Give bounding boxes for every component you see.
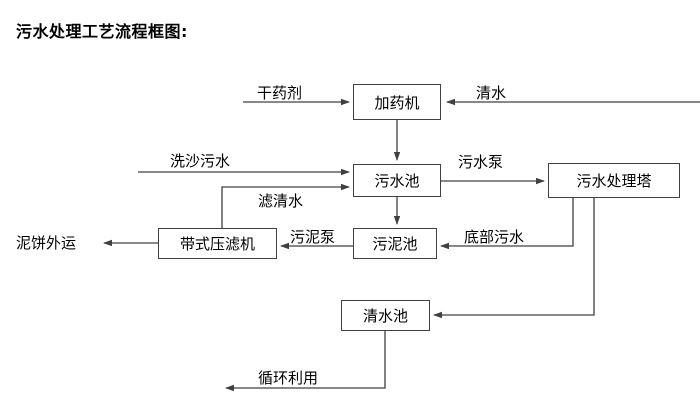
node-label: 清水池	[362, 307, 408, 325]
node-label: 污水处理塔	[576, 172, 652, 190]
connector-filtered-water	[221, 183, 350, 228]
edge-label-bottom-sewage: 底部污水	[464, 228, 525, 246]
node-belt-filter-press[interactable]: 带式压滤机	[158, 228, 277, 259]
edge-label-dry-chemical: 干药剂	[257, 84, 303, 102]
node-label: 加药机	[374, 93, 420, 112]
edge-label-filtered-clear-water: 滤清水	[258, 192, 304, 210]
node-label: 带式压滤机	[179, 235, 255, 253]
node-dosing-machine[interactable]: 加药机	[353, 84, 441, 120]
node-wastewater-pool[interactable]: 污水池	[353, 164, 441, 197]
node-label: 污泥池	[372, 235, 418, 253]
connector-tower-to-clear	[433, 198, 595, 319]
edge-label-clean-water: 清水	[476, 84, 507, 102]
connector-bottom-sewage	[440, 198, 574, 250]
page-title: 污水处理工艺流程框图:	[16, 22, 188, 41]
node-clear-water-pool[interactable]: 清水池	[341, 300, 430, 331]
node-sludge-pool[interactable]: 污泥池	[353, 228, 437, 259]
node-treatment-tower[interactable]: 污水处理塔	[548, 163, 680, 198]
edge-label-sand-wash-sewage: 洗沙污水	[170, 152, 231, 170]
node-label: 污水池	[374, 172, 420, 190]
edge-label-mud-cake-transport: 泥饼外运	[16, 234, 77, 252]
connector-recycle	[225, 331, 386, 392]
edge-label-recycle-reuse: 循环利用	[258, 369, 319, 387]
edge-label-sludge-pump: 污泥泵	[290, 228, 336, 246]
edge-label-wastewater-pump: 污水泵	[458, 153, 504, 171]
